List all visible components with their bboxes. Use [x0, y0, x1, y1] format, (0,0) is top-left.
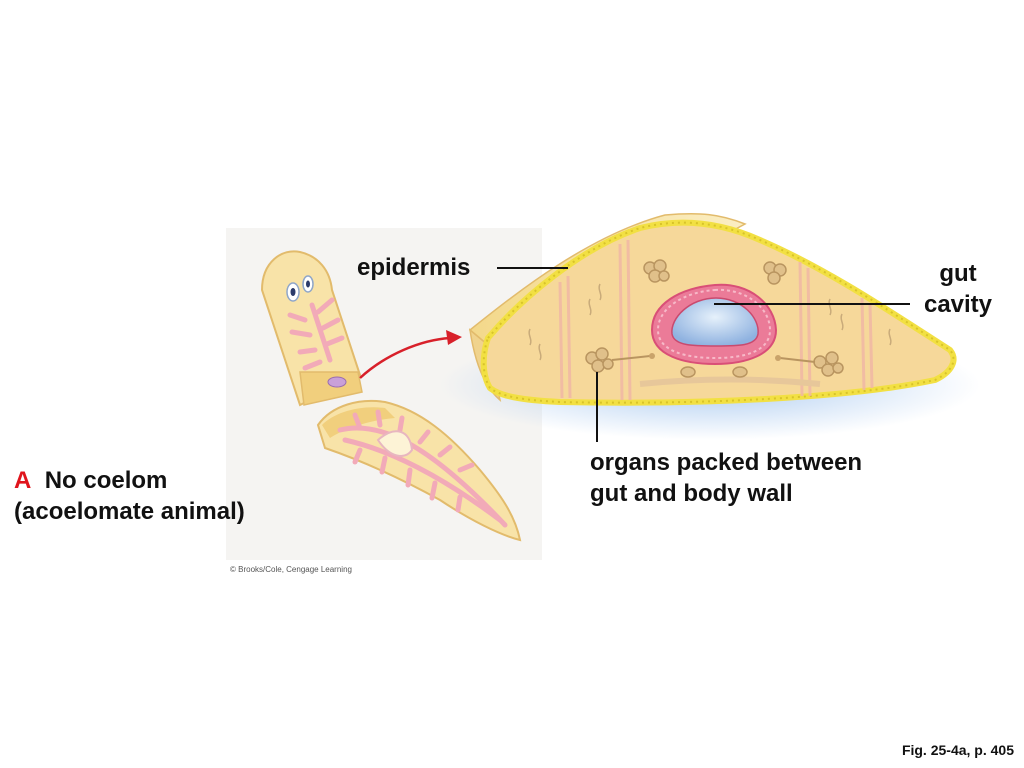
panel-subtitle: (acoelomate animal) — [14, 498, 245, 525]
label-organs: organs packed between gut and body wall — [590, 447, 862, 509]
worm-tail-segment — [316, 399, 522, 542]
label-gut-cavity-line2: cavity — [923, 291, 993, 318]
label-gut-cavity-line1: gut — [939, 260, 977, 287]
panel-caption: A No coelom (acoelomate animal) — [14, 465, 245, 527]
figure-reference: Fig. 25-4a, p. 405 — [901, 742, 1014, 758]
label-organs-line1: organs packed between — [590, 449, 863, 476]
label-gut-cavity: gut cavity — [916, 258, 1000, 320]
label-organs-line2: gut and body wall — [590, 480, 793, 507]
cross-section — [440, 212, 980, 440]
copyright-credit: © Brooks/Cole, Cengage Learning — [230, 565, 352, 574]
direction-arrow — [359, 330, 462, 379]
label-epidermis: epidermis — [357, 254, 471, 281]
panel-letter: A — [14, 467, 32, 494]
panel-title-line: A No coelom — [14, 465, 245, 496]
leader-lines — [497, 267, 910, 442]
panel-title: No coelom — [44, 467, 168, 494]
worm-head-segment — [260, 250, 363, 407]
